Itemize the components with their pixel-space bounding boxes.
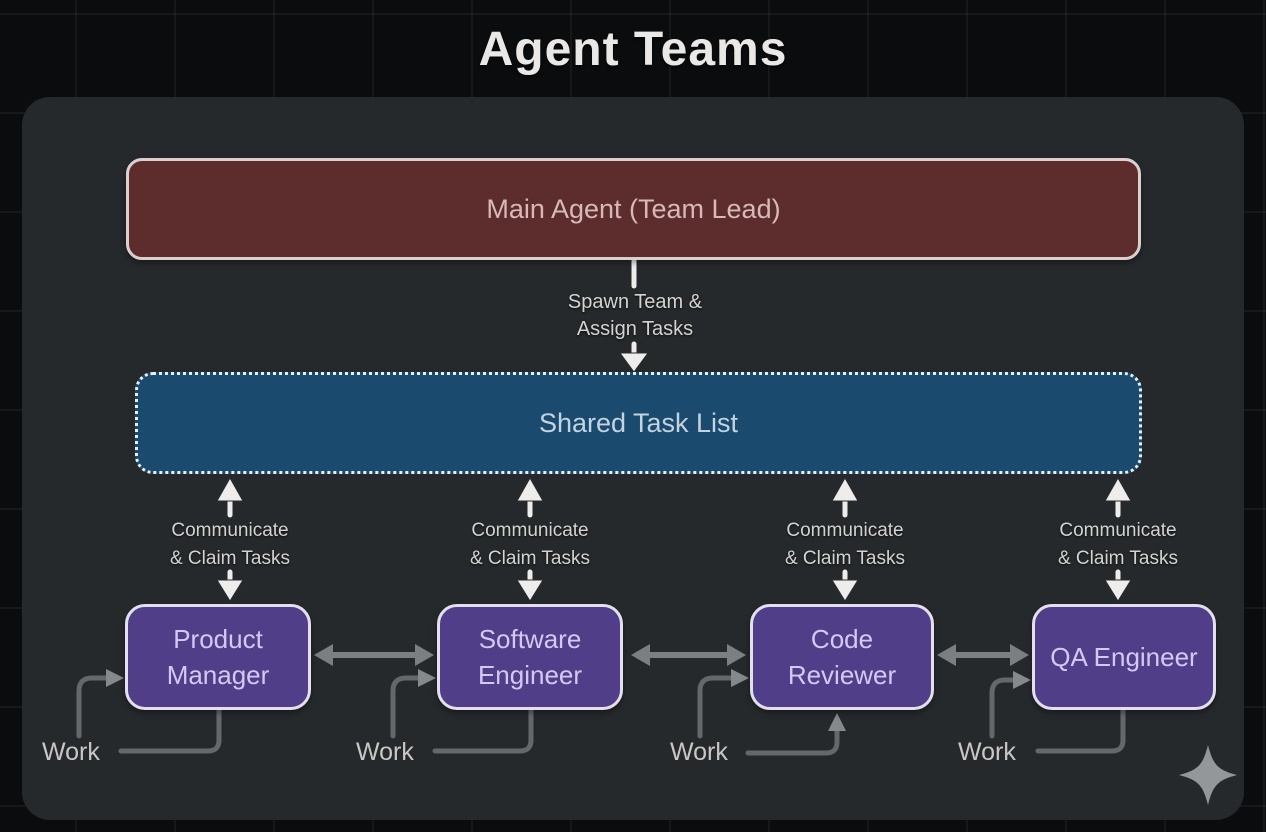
worker-label-software-engineer: Software Engineer — [477, 624, 583, 690]
spawn-edge-label-line1: Spawn Team & — [567, 291, 703, 313]
worker-label-qa-engineer: QA Engineer — [1050, 642, 1198, 672]
worker-node-code-reviewer: Code Reviewer — [750, 604, 934, 710]
shared-task-list-node: Shared Task List — [135, 372, 1142, 474]
communicate-label-4-line1: Communicate — [1059, 520, 1177, 541]
communicate-label-1-line1: Communicate — [171, 520, 289, 541]
worker-node-software-engineer: Software Engineer — [437, 604, 623, 710]
shared-task-list-label: Shared Task List — [538, 407, 739, 438]
worker-label-product-manager: Product Manager — [166, 624, 270, 690]
page-title: Agent Teams — [478, 23, 788, 76]
communicate-label-3-line1: Communicate — [786, 520, 904, 541]
work-label-1: Work — [42, 738, 100, 766]
communicate-label-4: Communicate & Claim Tasks — [1028, 517, 1208, 573]
worker-node-qa-engineer: QA Engineer — [1032, 604, 1216, 710]
communicate-label-2-line1: Communicate — [471, 520, 589, 541]
spawn-edge-label-line2: Assign Tasks — [576, 318, 694, 340]
communicate-label-3-line2: & Claim Tasks — [784, 548, 905, 569]
main-agent-label: Main Agent (Team Lead) — [486, 193, 781, 224]
communicate-label-4-line2: & Claim Tasks — [1057, 548, 1178, 569]
worker-label-code-reviewer: Code Reviewer — [787, 624, 897, 690]
communicate-label-1: Communicate & Claim Tasks — [140, 517, 320, 573]
communicate-label-3: Communicate & Claim Tasks — [755, 517, 935, 573]
worker-node-product-manager: Product Manager — [125, 604, 311, 710]
work-label-3: Work — [670, 738, 728, 766]
work-label-2: Work — [356, 738, 414, 766]
spawn-edge-label: Spawn Team & Assign Tasks — [535, 289, 735, 343]
communicate-label-1-line2: & Claim Tasks — [169, 548, 290, 569]
main-agent-node: Main Agent (Team Lead) — [126, 158, 1141, 260]
communicate-label-2: Communicate & Claim Tasks — [440, 517, 620, 573]
communicate-label-2-line2: & Claim Tasks — [469, 548, 590, 569]
work-label-4: Work — [958, 738, 1016, 766]
